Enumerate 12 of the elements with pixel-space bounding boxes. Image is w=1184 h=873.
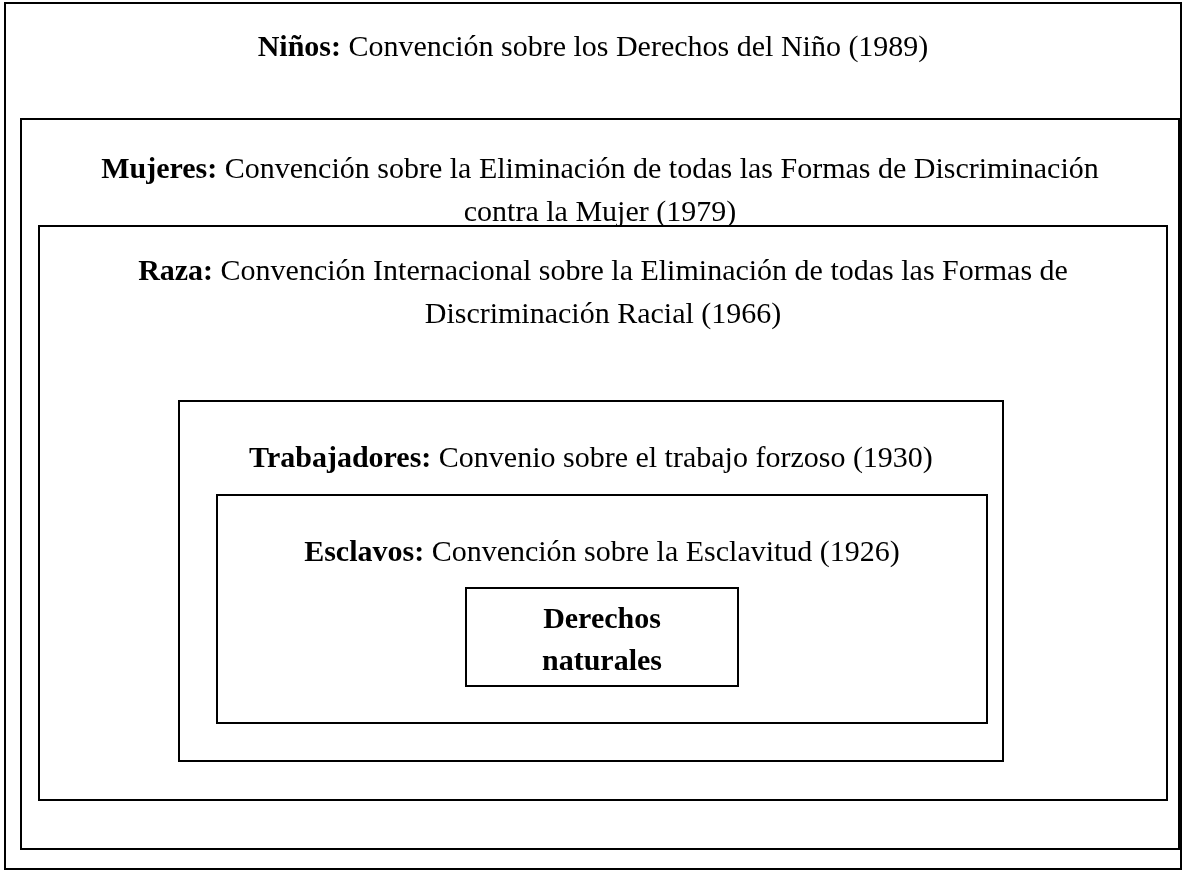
box-label: Raza: Convención Internacional sobre la Eliminación de todas las Formas de Discriminación Racial (1966): [137, 252, 1069, 331]
nested-box: [38, 225, 1168, 801]
nested-box: [216, 494, 988, 724]
box-label: Mujeres: Convención sobre la Eliminación de todas las Formas de Discriminación contra la Mujer (1979): [100, 150, 1100, 229]
nested-box: [4, 2, 1182, 870]
box-label: Esclavos: Convención sobre la Esclavitud (1926): [303, 533, 901, 569]
box-label: Niños: Convención sobre los Derechos del Niño (1989): [256, 28, 930, 64]
nested-box: [178, 400, 1004, 762]
nested-box: [465, 587, 739, 687]
box-label: Trabajadores: Convenio sobre el trabajo forzoso (1930): [248, 439, 934, 475]
nested-box: [20, 118, 1180, 850]
box-label: Derechos naturales: [541, 600, 663, 678]
